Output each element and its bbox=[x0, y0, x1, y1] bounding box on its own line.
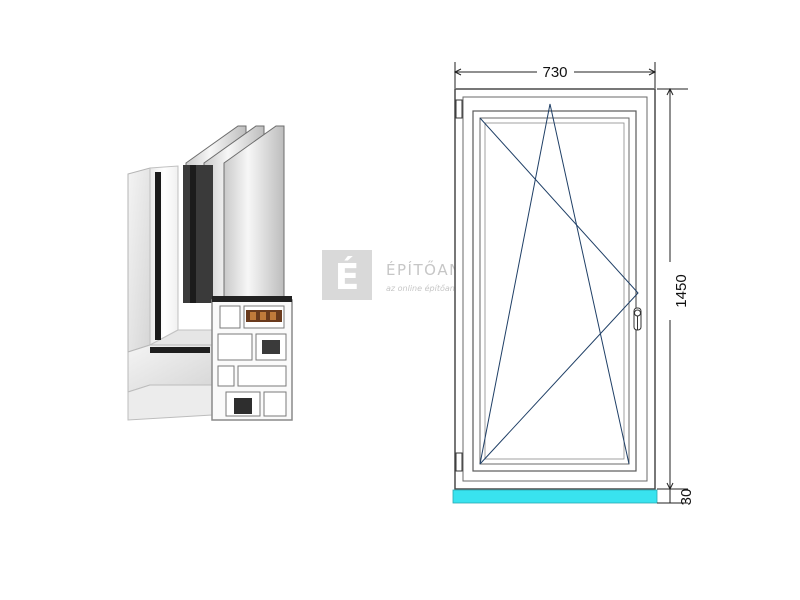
width-dimension-label: 730 bbox=[542, 64, 567, 81]
sash-profile-chambers bbox=[211, 296, 293, 421]
dimension-lines bbox=[453, 62, 688, 504]
frame-profile bbox=[127, 165, 241, 421]
handle-icon bbox=[633, 307, 642, 331]
sill-dimension-label: 30 bbox=[678, 489, 695, 506]
hinge-icon bbox=[455, 99, 463, 119]
logo-icon bbox=[322, 250, 372, 300]
triple-glazing bbox=[183, 125, 285, 303]
frame-inner-edge bbox=[462, 96, 648, 482]
opening-indicator-lines bbox=[479, 103, 639, 465]
profile-cross-section bbox=[127, 125, 293, 421]
turn-opening-line bbox=[479, 117, 639, 465]
hinge-icon bbox=[455, 452, 463, 472]
height-dimension-label: 1450 bbox=[673, 274, 690, 307]
window-sill-profile bbox=[452, 489, 658, 504]
glazing-bead bbox=[479, 117, 630, 465]
tilt-opening-line bbox=[479, 103, 630, 465]
logo-letter: É bbox=[335, 256, 360, 298]
watermark-tagline: az online építőanyag kereskedés bbox=[386, 283, 518, 293]
window-elevation bbox=[452, 88, 658, 504]
